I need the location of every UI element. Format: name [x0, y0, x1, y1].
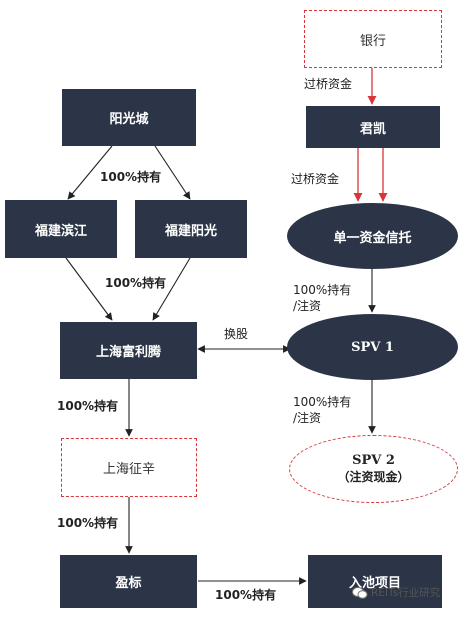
single-fund-trust-node: 单一资金信托 [287, 203, 458, 269]
share-swap-label: 换股 [224, 327, 249, 341]
hold-label-5: 100%持有 [215, 588, 277, 602]
watermark-text: REITs行业研究 [371, 587, 441, 599]
watermark: REITs行业研究 [352, 585, 440, 600]
shanghai-zhengxin-node: 上海征辛 [61, 438, 197, 497]
chat-bubble-icon [352, 586, 368, 600]
arrow-ygc-to-yangguang [154, 145, 191, 200]
bank-node: 银行 [304, 10, 442, 68]
hold-label-1: 100%持有 [100, 170, 162, 184]
hold-capital-label-2a: 100%持有 [293, 395, 352, 409]
fujian-binjiang-node: 福建滨江 [5, 200, 117, 258]
hold-capital-label-1b: /注资 [293, 299, 322, 313]
hold-label-2: 100%持有 [105, 276, 167, 290]
hold-capital-label-2b: /注资 [293, 411, 322, 425]
yingbiao-node: 盈标 [60, 555, 197, 608]
arrow-ygc-to-binjiang [67, 145, 113, 200]
hold-capital-label-1a: 100%持有 [293, 283, 352, 297]
hold-label-4: 100%持有 [57, 516, 119, 530]
arrow-binjiang-to-fuliteng [65, 257, 113, 321]
junkai-node: 君凯 [306, 106, 440, 148]
spv2-node: SPV 2 （注资现金） [289, 435, 458, 503]
bridge-fund-label-2: 过桥资金 [291, 172, 340, 186]
arrow-yangguang-to-fuliteng [152, 257, 191, 321]
shanghai-fuliteng-node: 上海富利腾 [60, 322, 197, 379]
pool-project-node: 入池项目 [308, 555, 442, 608]
spv1-node: SPV 1 [287, 314, 458, 380]
bridge-fund-label-1: 过桥资金 [304, 77, 353, 91]
spv2-title: SPV 2 [352, 453, 395, 468]
hold-label-3: 100%持有 [57, 399, 119, 413]
spv2-subtitle: （注资现金） [337, 470, 410, 484]
yangguangcheng-node: 阳光城 [62, 89, 196, 146]
fujian-yangguang-node: 福建阳光 [135, 200, 247, 258]
